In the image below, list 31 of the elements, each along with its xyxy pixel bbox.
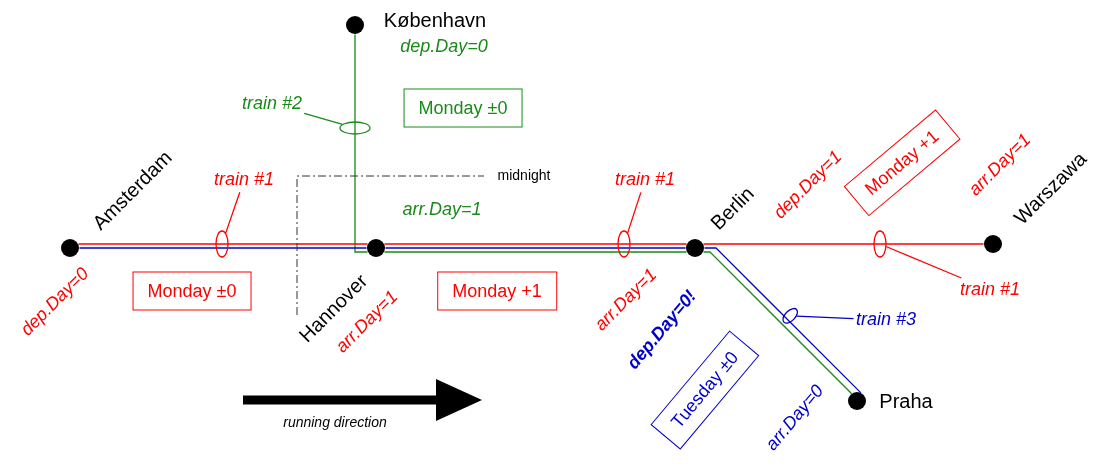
day-annotation: dep.Day=0 bbox=[400, 37, 488, 57]
train-label: train #1 bbox=[214, 170, 274, 190]
weekday-box: Monday ±0 bbox=[132, 271, 252, 311]
leader-line bbox=[626, 191, 642, 234]
direction-label: running direction bbox=[283, 415, 387, 431]
train-label: train #3 bbox=[856, 310, 916, 330]
day-annotation: arr.Day=1 bbox=[402, 200, 482, 220]
train-label: train #2 bbox=[242, 94, 302, 114]
train-marker-ellipse bbox=[873, 230, 887, 258]
train-label: train #1 bbox=[615, 170, 675, 190]
rail-line bbox=[384, 247, 687, 249]
rail-line bbox=[77, 243, 369, 245]
rail-line bbox=[383, 243, 688, 245]
leader-line bbox=[885, 245, 963, 279]
train-marker-ellipse bbox=[617, 230, 631, 258]
station-name: Praha bbox=[879, 390, 933, 412]
rail-line bbox=[702, 243, 985, 245]
rail-line bbox=[354, 33, 369, 253]
station-name: København bbox=[383, 9, 487, 31]
rail-line bbox=[78, 247, 368, 249]
weekday-box: Monday ±0 bbox=[403, 88, 523, 128]
rail-line bbox=[383, 251, 688, 253]
weekday-box: Monday +1 bbox=[437, 271, 557, 311]
leader-line bbox=[796, 315, 855, 320]
divider-label: midnight bbox=[497, 168, 551, 184]
train-marker-ellipse bbox=[339, 121, 371, 135]
leader-line bbox=[225, 191, 241, 234]
leader-line bbox=[303, 112, 344, 126]
train-label: train #1 bbox=[960, 280, 1020, 300]
train-marker-ellipse bbox=[782, 307, 799, 324]
train-marker-ellipse bbox=[215, 230, 229, 258]
